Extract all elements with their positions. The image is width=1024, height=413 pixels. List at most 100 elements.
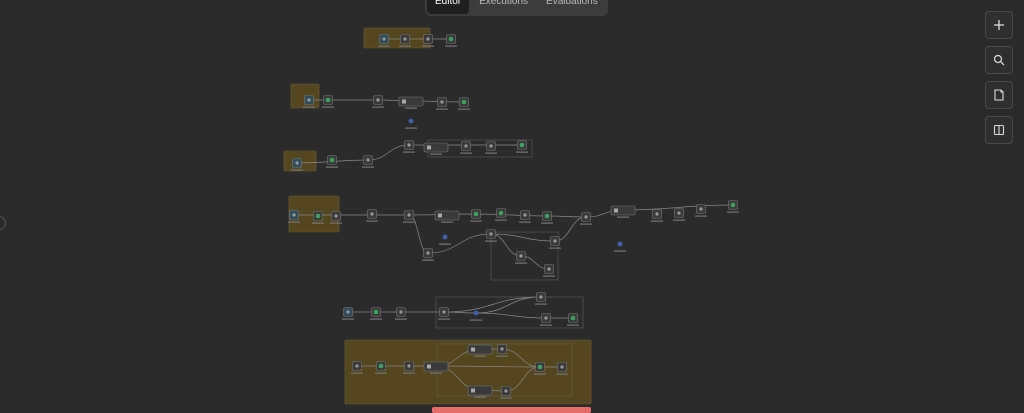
- node-icon: [500, 347, 504, 351]
- node-label: [543, 275, 555, 277]
- node-icon: [471, 347, 475, 352]
- node-icon: [407, 143, 411, 147]
- node-label: [460, 152, 472, 154]
- node-icon: [402, 99, 406, 104]
- node-label: [438, 318, 450, 320]
- tab-editor[interactable]: Editor: [427, 0, 470, 14]
- node-icon: [473, 211, 479, 217]
- node-label: [458, 108, 470, 110]
- tab-evaluations[interactable]: Evaluations: [546, 0, 598, 7]
- node-icon: [378, 363, 384, 369]
- toggle-panel-button[interactable]: [985, 116, 1013, 144]
- node-icon: [547, 267, 551, 271]
- node-label: [727, 211, 739, 213]
- connection-line: [475, 312, 547, 319]
- workflow-node[interactable]: [610, 205, 636, 216]
- add-node-button[interactable]: [985, 11, 1013, 39]
- node-label: [403, 221, 415, 223]
- panel-icon: [993, 124, 1005, 136]
- node-label: [362, 166, 374, 168]
- plus-icon: [994, 20, 1004, 30]
- node-label: [303, 106, 315, 108]
- node-icon: [295, 161, 299, 165]
- node-icon: [523, 213, 527, 217]
- branch-frame: [435, 296, 584, 329]
- node-label: [366, 220, 378, 222]
- workflow-node[interactable]: [473, 310, 479, 316]
- node-label: [436, 108, 448, 110]
- workflow-node[interactable]: [467, 344, 493, 355]
- node-icon: [292, 213, 296, 217]
- tab-executions[interactable]: Executions: [479, 0, 529, 7]
- node-icon: [730, 202, 736, 208]
- node-label: [535, 303, 547, 305]
- node-label: [567, 324, 579, 326]
- node-icon: [464, 144, 468, 148]
- node-label: [399, 45, 411, 47]
- node-icon: [426, 251, 430, 255]
- node-label: [403, 372, 415, 374]
- connection-line: [443, 296, 542, 313]
- node-label: [322, 106, 334, 108]
- node-label: [291, 169, 303, 171]
- node-icon: [539, 295, 543, 299]
- connection-line: [475, 213, 548, 217]
- node-icon: [426, 37, 430, 41]
- node-icon: [570, 315, 576, 321]
- node-label: [541, 222, 553, 224]
- node-label: [378, 45, 390, 47]
- node-label: [515, 262, 527, 264]
- sticky-note[interactable]: [344, 339, 592, 405]
- view-tabs: Editor Executions Evaluations: [425, 0, 608, 16]
- connection-line: [367, 144, 410, 161]
- workflow-node[interactable]: [434, 210, 460, 221]
- node-label: [312, 222, 324, 224]
- node-label: [370, 318, 382, 320]
- node-label: [441, 221, 453, 223]
- sticky-note-button[interactable]: [985, 81, 1013, 109]
- node-icon: [489, 232, 493, 236]
- status-bar: [432, 407, 591, 413]
- node-icon: [370, 212, 374, 216]
- workflow-node[interactable]: [423, 142, 449, 153]
- node-label: [375, 372, 387, 374]
- node-icon: [403, 37, 407, 41]
- node-label: [485, 152, 497, 154]
- node-label: [516, 151, 528, 153]
- node-label: [495, 219, 507, 221]
- node-label: [695, 215, 707, 217]
- node-icon: [544, 316, 548, 320]
- node-label: [556, 373, 568, 375]
- search-nodes-button[interactable]: [985, 46, 1013, 74]
- connection-line: [435, 365, 541, 368]
- node-icon: [307, 98, 311, 102]
- node-icon: [373, 309, 379, 315]
- node-label: [342, 318, 354, 320]
- node-label: [439, 243, 451, 245]
- sticky-note[interactable]: [363, 27, 431, 49]
- workflow-node[interactable]: [408, 118, 414, 124]
- node-icon: [427, 145, 431, 150]
- node-icon: [427, 364, 431, 369]
- node-label: [351, 372, 363, 374]
- node-label: [651, 220, 663, 222]
- node-icon: [382, 37, 386, 41]
- node-icon: [440, 100, 444, 104]
- node-label: [519, 221, 531, 223]
- node-icon: [519, 142, 525, 148]
- node-icon: [366, 158, 370, 162]
- workflow-node[interactable]: [423, 361, 449, 372]
- note-icon: [994, 89, 1004, 101]
- workflow-node[interactable]: [442, 234, 448, 240]
- workflow-node[interactable]: [467, 385, 493, 396]
- node-label: [445, 45, 457, 47]
- node-label: [430, 372, 442, 374]
- canvas-toolbar: [985, 11, 1013, 144]
- workflow-node[interactable]: [617, 241, 623, 247]
- node-icon: [699, 207, 703, 211]
- node-icon: [498, 210, 504, 216]
- workflow-node[interactable]: [398, 96, 424, 107]
- node-icon: [544, 213, 550, 219]
- node-icon: [407, 213, 411, 217]
